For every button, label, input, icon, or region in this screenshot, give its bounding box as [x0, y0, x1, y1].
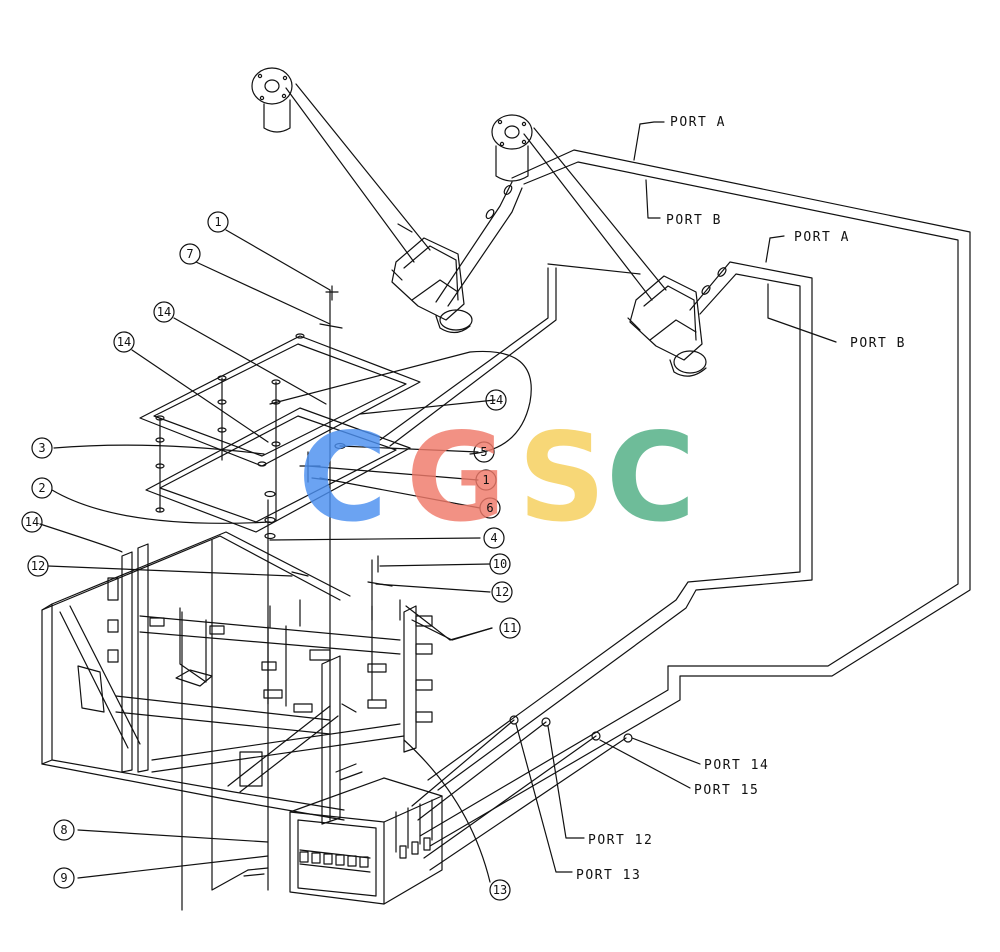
callout-10: 10 [493, 557, 507, 571]
watermark: C G S C [298, 407, 696, 549]
callout-8: 8 [60, 823, 67, 837]
callout-2: 2 [38, 481, 45, 495]
port-15-label: PORT 15 [694, 783, 759, 798]
callout-4: 4 [490, 531, 497, 545]
port-b-top-label: PORT B [666, 213, 722, 228]
port-b-right-label: PORT B [850, 336, 906, 351]
conduit-left-to-center [435, 181, 523, 307]
pipe-loop-inner [427, 261, 813, 791]
pipe-loop-outer [419, 149, 971, 847]
wire-loop [269, 263, 641, 455]
callout-14-d: 14 [25, 515, 39, 529]
watermark-letter-c2: C [606, 407, 696, 549]
callout-11: 11 [503, 621, 517, 635]
callout-5: 5 [480, 445, 487, 459]
watermark-letter-s: S [518, 407, 606, 549]
control-box [243, 777, 443, 905]
callout-6: 6 [486, 501, 493, 515]
callout-14-c: 14 [489, 393, 503, 407]
callout-14-a: 14 [157, 305, 171, 319]
callout-circles [21, 211, 521, 901]
port-13-label: PORT 13 [576, 868, 641, 883]
bottom-port-pipes [411, 715, 633, 871]
port-14-label: PORT 14 [704, 758, 769, 773]
watermark-letter-g: G [406, 407, 506, 549]
callout-12-left: 12 [31, 559, 45, 573]
callout-14-b: 14 [117, 335, 131, 349]
callout-3: 3 [38, 441, 45, 455]
callout-1-mid: 1 [482, 473, 489, 487]
leader-lines [39, 121, 837, 883]
port-a-top-label: PORT A [670, 115, 726, 130]
cabinet-frame [41, 531, 433, 825]
callout-7: 7 [186, 247, 193, 261]
callout-9: 9 [60, 871, 67, 885]
left-lamp-arm [251, 67, 473, 334]
port-12-label: PORT 12 [588, 833, 653, 848]
callout-1-top: 1 [214, 215, 221, 229]
callout-13: 13 [493, 883, 507, 897]
callout-12-right: 12 [495, 585, 509, 599]
explode-lines [181, 289, 373, 911]
center-lamp-arm [491, 114, 707, 377]
port-a-right-label: PORT A [794, 230, 850, 245]
watermark-letter-c1: C [298, 407, 388, 549]
